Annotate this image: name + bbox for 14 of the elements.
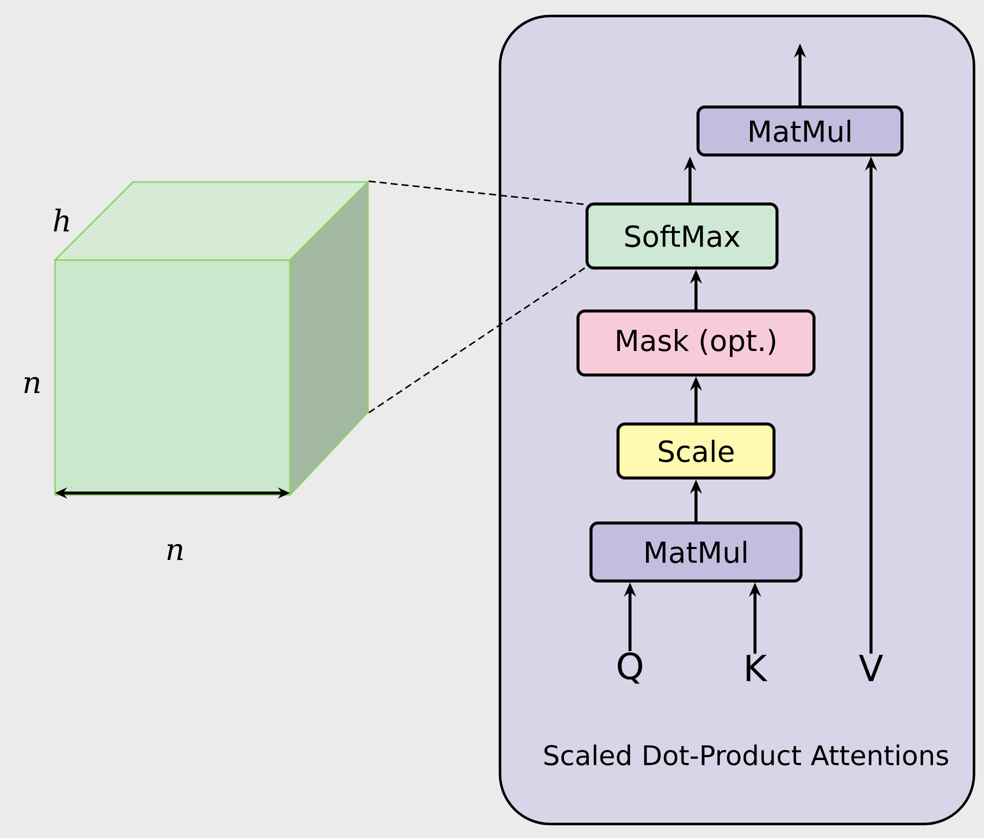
process-box: Mask (opt.)	[576, 310, 816, 376]
process-box: Scale	[616, 422, 776, 480]
dimension-label: h	[54, 208, 69, 232]
dashed-line	[368, 266, 586, 414]
process-box: MatMul	[696, 106, 904, 156]
input-label: Q	[618, 652, 642, 684]
process-box: MatMul	[590, 522, 803, 582]
panel-caption: Scaled Dot-Product Attentions	[544, 744, 948, 766]
input-label: K	[746, 654, 768, 682]
process-box: SoftMax	[586, 202, 778, 270]
dimension-label: n	[167, 544, 183, 560]
input-label: V	[858, 654, 884, 682]
dimension-label: n	[24, 377, 40, 393]
dashed-line	[368, 180, 586, 206]
